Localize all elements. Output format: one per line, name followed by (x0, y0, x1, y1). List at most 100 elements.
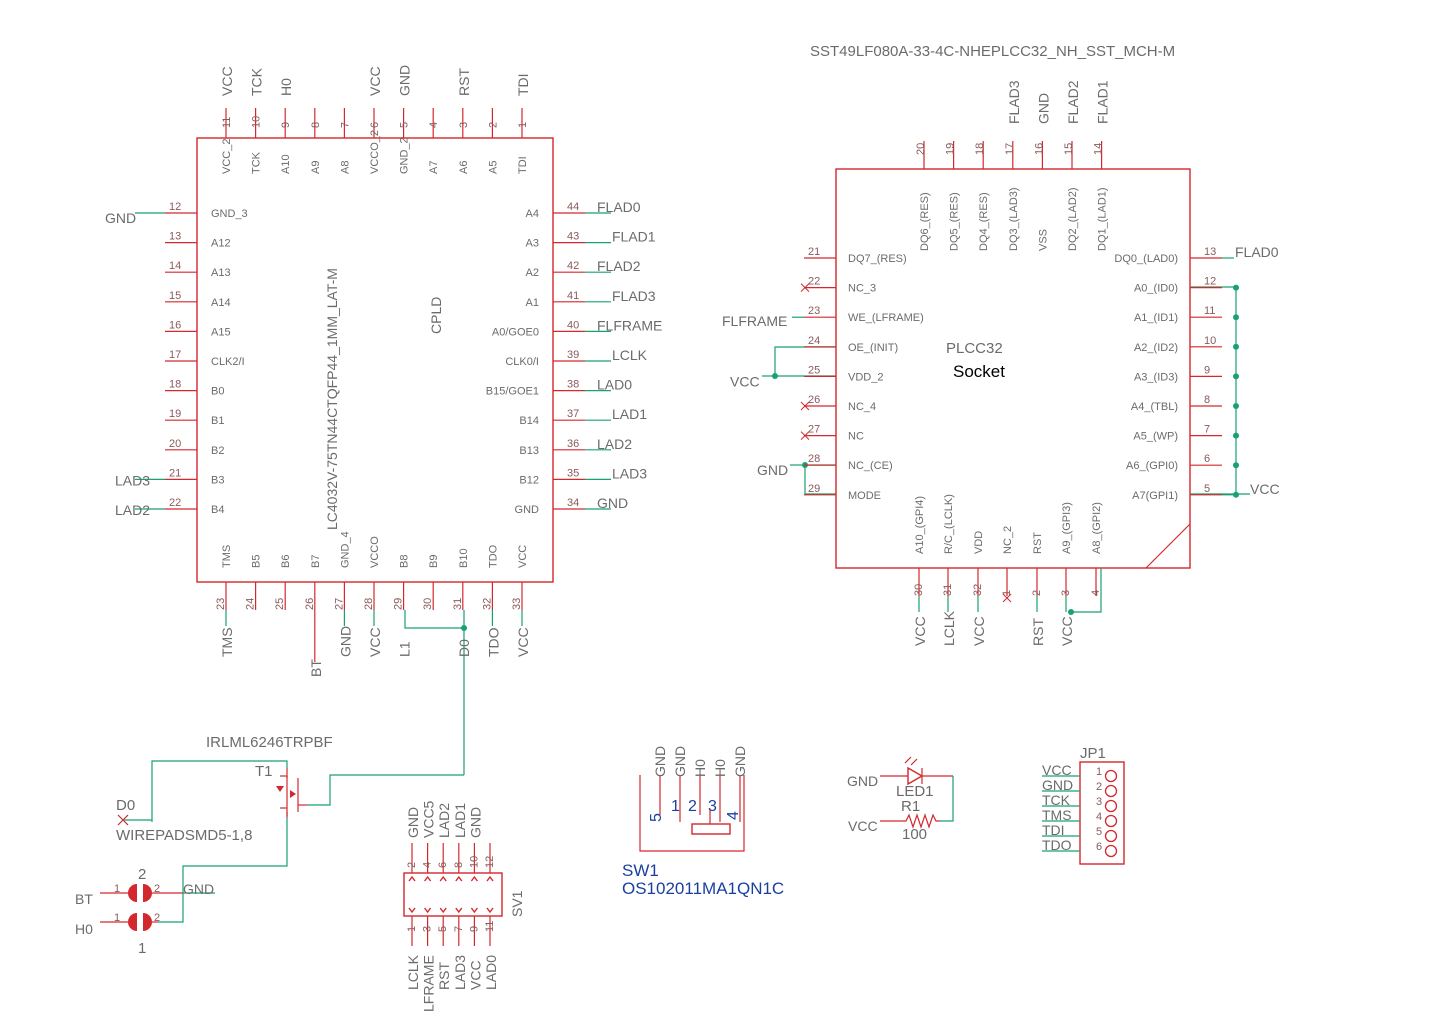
plcc-pin-label-a1-id1: A1_(ID1) (1134, 312, 1178, 324)
cpld-title: LC4032V-75TN44CTQFP44_1MM_LAT-M (324, 268, 340, 530)
plcc-pin-label-nc-2: NC_2 (1002, 526, 1014, 554)
plcc-junction (1233, 343, 1239, 350)
wirepad-part: WIREPADSMD5-1,8 (116, 827, 252, 844)
sv1-pin-mark (455, 875, 463, 882)
cpld-pin-label-a8: A8 (339, 161, 351, 174)
cpld-pinnum: 29 (393, 598, 405, 610)
sv1-pinnum: 11 (484, 921, 496, 932)
jumper-top-label: 2 (138, 866, 146, 883)
net-flad1: FLAD1 (612, 229, 656, 245)
plcc-pin-label-r-c-lclk: R/C_(LCLK) (943, 494, 955, 554)
cpld-pinnum: 3 (458, 122, 470, 128)
sv1-pin-mark (424, 907, 432, 914)
sw1-pin5: 5 (648, 813, 665, 822)
cpld-pin-label-vcc: VCC (517, 545, 529, 568)
sv1-pin-mark (424, 875, 432, 882)
jp1-pad-6 (1104, 844, 1118, 858)
led-name: LED1 (896, 783, 934, 800)
cpld-pin-label-vcco-2: VCCO_2 (369, 130, 381, 174)
cpld-pinnum: 16 (169, 319, 181, 331)
cpld-pin-label-gnd-2: GND_2 (399, 137, 411, 174)
plcc-pin-label-vdd: VDD (973, 531, 985, 554)
plcc-pinnum: 25 (808, 364, 820, 376)
net-h0: H0 (278, 78, 294, 96)
cpld-pin-label-b1: B1 (211, 415, 224, 427)
sv1-pin-mark (486, 875, 494, 882)
cpld-pinnum: 17 (169, 349, 181, 361)
cpld-pin-label-b15-goe1: B15/GOE1 (486, 386, 539, 398)
plcc-pin-label-a9-gpi3: A9_(GPI3) (1061, 502, 1073, 554)
t1-name: T1 (255, 763, 273, 780)
plcc-pin-label-vdd-2: VDD_2 (848, 371, 883, 383)
plcc-symbol: SST49LF080A-33-4C-NHEPLCC32_NH_SST_MCH-M… (810, 43, 1191, 569)
net-gnd: GND (467, 807, 483, 838)
cpld-pin-label-a5: A5 (487, 161, 499, 174)
plcc-pinnum: 8 (1204, 394, 1210, 406)
plcc-pinnum: 7 (1204, 424, 1210, 436)
cpld-pinnum: 40 (567, 319, 579, 331)
net-bt: BT (75, 891, 93, 907)
net-tck: TCK (1042, 792, 1071, 808)
sv1-pinnum: 6 (437, 862, 449, 868)
plcc-pinnum: 12 (1204, 276, 1216, 288)
sv1-pin-mark (408, 907, 416, 914)
jp1-pinnum: 1 (1096, 766, 1102, 778)
net-h0: H0 (692, 759, 708, 777)
plcc-junction (1233, 373, 1239, 380)
jp1-body (1079, 761, 1125, 865)
cpld-pin-label-b7: B7 (310, 555, 322, 568)
plcc-pinnum: 17 (1004, 143, 1016, 155)
jumper-h0-p1: 1 (114, 912, 120, 924)
net-gnd-jumper: GND (183, 881, 214, 897)
cpld-pinnum: 19 (169, 408, 181, 420)
cpld-pinnum: 4 (428, 122, 440, 128)
cpld-pin-label-a9: A9 (310, 161, 322, 174)
cpld-pin-label-b6: B6 (280, 555, 292, 568)
net-flframe: FLFRAME (722, 313, 787, 329)
cpld-pinnum: 2 (487, 122, 499, 128)
plcc-junction (1233, 462, 1239, 469)
cpld-pinnum: 10 (251, 116, 263, 128)
cpld-pinnum: 28 (363, 598, 375, 610)
jp1-pinnum: 5 (1096, 826, 1102, 838)
net-lad1: LAD1 (612, 406, 647, 422)
jp1-pad-1 (1104, 769, 1118, 783)
sv1-pinnum: 7 (453, 926, 465, 932)
net-h0: H0 (75, 921, 93, 937)
net-rst: RST (436, 962, 452, 990)
net-tdi: TDI (515, 73, 531, 96)
cpld-pin-label-b3: B3 (211, 474, 224, 486)
wirepad-d0: D0 WIREPADSMD5-1,8 (116, 797, 252, 844)
cpld-pin-label-a7: A7 (428, 161, 440, 174)
plcc-pin-label-dq3-lad3: DQ3_(LAD3) (1008, 187, 1020, 251)
net-gnd: GND (405, 807, 421, 838)
plcc-pinnum: 10 (1204, 335, 1216, 347)
wirepad-name: D0 (116, 797, 135, 814)
net-lad2: LAD2 (115, 502, 150, 518)
plcc-pin-label-vss: VSS (1037, 229, 1049, 251)
net-vcc5: VCC5 (421, 800, 437, 838)
sv1-pinnum: 1 (406, 926, 418, 932)
cpld-pin-label-a14: A14 (211, 297, 231, 309)
plcc-pin-label-mode: MODE (848, 490, 881, 502)
sw1-part: OS102011MA1QN1C (622, 879, 784, 898)
net-flad3: FLAD3 (612, 288, 656, 304)
plcc-pin-label-nc-ce: NC_(CE) (848, 460, 893, 472)
net-flframe: FLFRAME (597, 317, 662, 333)
net-vcc: VCC (912, 616, 928, 646)
cpld-value: CPLD (428, 297, 444, 334)
cpld-pinnum: 39 (567, 349, 579, 361)
jumper-bot-label: 1 (138, 940, 146, 957)
jp1-pinnum: 6 (1096, 841, 1102, 853)
plcc-pinnum: 3 (1060, 590, 1072, 596)
cpld-pin-label-a2: A2 (526, 267, 539, 279)
cpld-pin-label-vcco: VCCO (369, 536, 381, 568)
jumper-bt-p2: 2 (154, 883, 160, 895)
resistor-value: 100 (902, 826, 927, 843)
sv1-pinnum: 5 (437, 926, 449, 932)
cpld-pinnum: 7 (339, 122, 351, 128)
plcc-junction (1233, 314, 1239, 321)
cpld-pin-label-tdo: TDO (487, 544, 499, 568)
cpld-pinnum: 41 (567, 290, 579, 302)
